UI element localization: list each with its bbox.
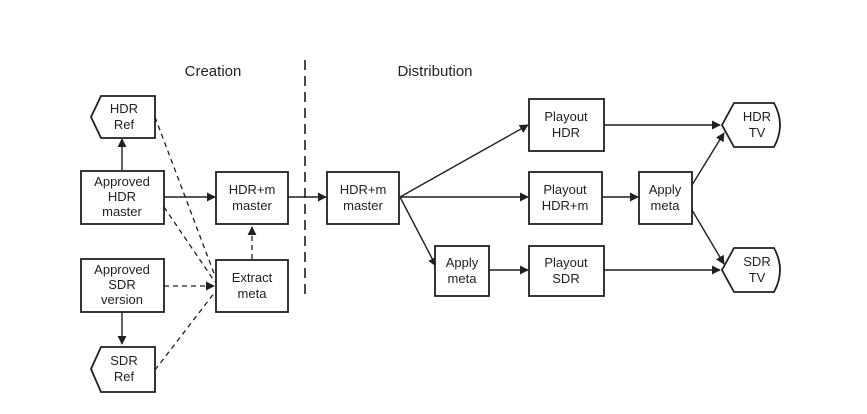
svg-text:SDR: SDR [552, 271, 579, 286]
node-hdrm-master-distribution: HDR+m master [326, 171, 400, 225]
svg-text:HDR: HDR [108, 189, 136, 204]
node-hdr-ref: HDR Ref [90, 95, 156, 139]
svg-text:HDR: HDR [552, 125, 580, 140]
section-label-creation: Creation [185, 63, 242, 80]
node-apply-meta-hdr: Apply meta [638, 171, 693, 225]
svg-text:meta: meta [448, 271, 478, 286]
node-playout-sdr: Playout SDR [528, 245, 605, 297]
node-playout-hdr: Playout HDR [528, 98, 605, 152]
svg-text:HDR+m: HDR+m [229, 182, 276, 197]
svg-text:SDR: SDR [743, 254, 770, 269]
svg-text:TV: TV [749, 125, 766, 140]
svg-text:Extract: Extract [232, 270, 273, 285]
svg-text:Approved: Approved [94, 262, 150, 277]
node-apply-meta-sdr: Apply meta [434, 245, 490, 297]
svg-text:master: master [232, 198, 272, 213]
svg-text:Apply: Apply [446, 255, 479, 270]
svg-text:SDR: SDR [108, 277, 135, 292]
svg-text:HDR+m: HDR+m [542, 198, 589, 213]
edge-hdrm-to-playout-hdr [399, 124, 529, 198]
edge-hdrm-to-apply-meta-sdr [399, 196, 437, 267]
svg-text:TV: TV [749, 270, 766, 285]
svg-text:Ref: Ref [114, 369, 135, 384]
node-sdr-ref: SDR Ref [90, 346, 156, 393]
edge-apply-meta-to-hdr-tv [691, 132, 725, 186]
node-playout-hdrm: Playout HDR+m [528, 171, 603, 225]
svg-text:Ref: Ref [114, 117, 135, 132]
node-hdr-tv: HDR TV [720, 102, 781, 148]
edge-sdr-ref-to-extract-meta [154, 291, 216, 371]
svg-text:Apply: Apply [649, 182, 682, 197]
svg-text:master: master [343, 198, 383, 213]
svg-text:HDR: HDR [743, 109, 771, 124]
node-hdrm-master-creation: HDR+m master [215, 171, 289, 225]
node-extract-meta: Extract meta [215, 259, 289, 313]
svg-text:Playout: Playout [544, 109, 588, 124]
svg-text:version: version [101, 292, 143, 307]
section-label-distribution: Distribution [397, 63, 472, 80]
svg-text:HDR: HDR [110, 101, 138, 116]
svg-text:Playout: Playout [543, 182, 587, 197]
svg-text:SDR: SDR [110, 353, 137, 368]
svg-text:Approved: Approved [94, 174, 150, 189]
node-sdr-tv: SDR TV [720, 247, 781, 293]
svg-text:HDR+m: HDR+m [340, 182, 387, 197]
node-approved-sdr-version: Approved SDR version [80, 258, 165, 313]
edge-apply-meta-to-sdr-tv [691, 209, 725, 265]
svg-text:meta: meta [651, 198, 681, 213]
svg-text:master: master [102, 204, 142, 219]
edge-hdr-ref-to-extract-meta [154, 116, 216, 277]
svg-text:Playout: Playout [544, 255, 588, 270]
edge-hdr-master-to-extract-meta [163, 206, 216, 283]
svg-text:meta: meta [238, 286, 268, 301]
node-approved-hdr-master: Approved HDR master [80, 170, 165, 225]
